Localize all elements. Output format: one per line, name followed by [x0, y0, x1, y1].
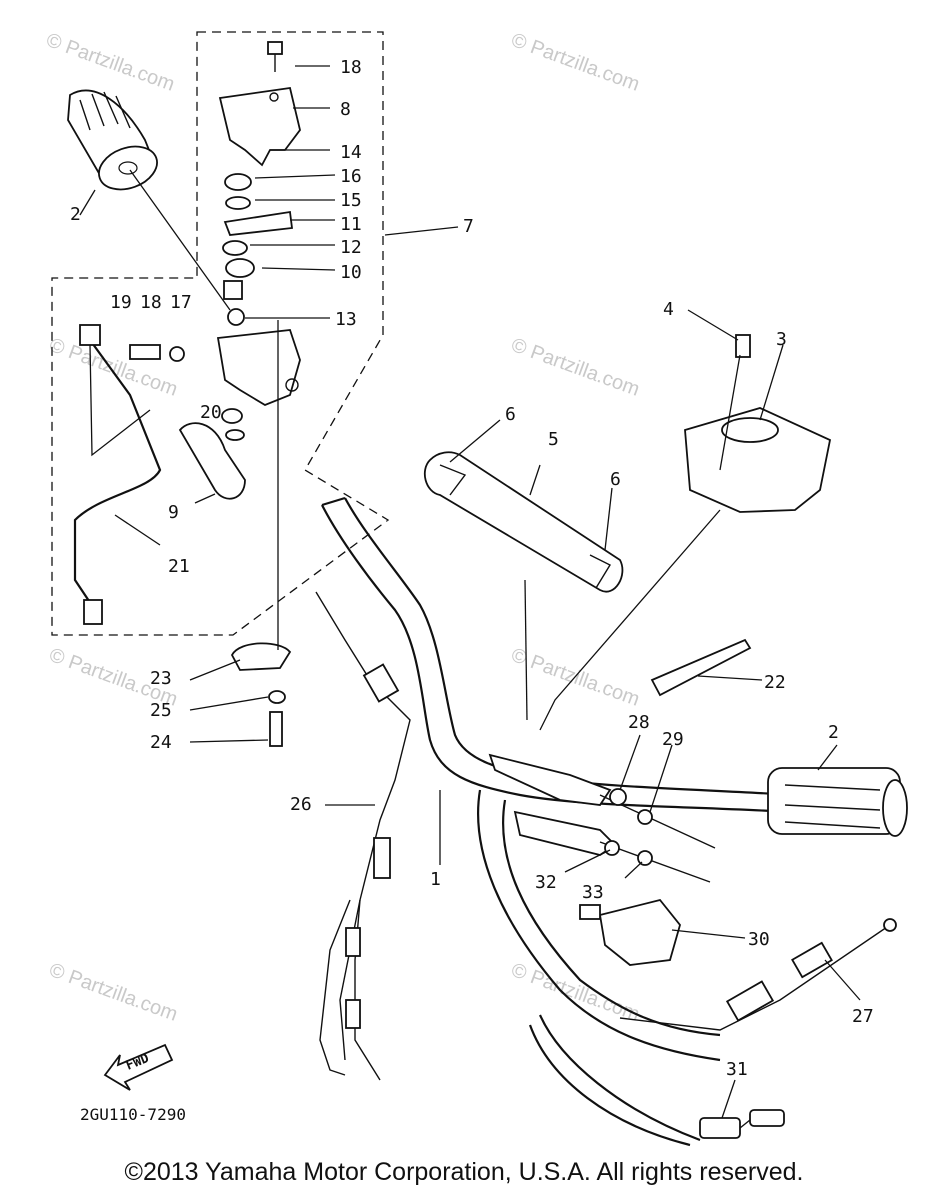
callout-8: 8: [340, 99, 351, 120]
callout-17: 17: [170, 292, 192, 313]
callout-7: 7: [463, 216, 474, 237]
callout-6-upper: 6: [505, 404, 516, 425]
callout-12: 12: [340, 237, 362, 258]
callout-27: 27: [852, 1006, 874, 1027]
callout-32: 32: [535, 872, 557, 893]
callout-30: 30: [748, 929, 770, 950]
callout-22: 22: [764, 672, 786, 693]
callout-11: 11: [340, 214, 362, 235]
callout-23: 23: [150, 668, 172, 689]
throttle-cover: [218, 41, 301, 167]
throttle-housing: [129, 329, 301, 407]
watermark: © Partzilla.com: [46, 959, 180, 1026]
forward-arrow-icon: FWD: [103, 1043, 174, 1091]
callout-28: 28: [628, 712, 650, 733]
callout-29: 29: [662, 729, 684, 750]
callout-labels: 18 8 14 16 15 11 12 10 13 7 2 19 18 17 9…: [70, 57, 874, 1080]
callout-26: 26: [290, 794, 312, 815]
choke-cable: [619, 918, 897, 1031]
lower-clamp: [230, 642, 292, 747]
right-grip: [767, 767, 908, 837]
callout-19: 19: [110, 292, 132, 313]
callout-14: 14: [340, 142, 362, 163]
handlebar-pad: [423, 451, 624, 593]
exploded-parts-diagram: © Partzilla.com © Partzilla.com © Partzi…: [43, 29, 908, 1147]
lever-assembly: [488, 753, 716, 883]
callout-13: 13: [335, 309, 357, 330]
callout-5: 5: [548, 429, 559, 450]
diagram-code: 2GU110-7290: [80, 1105, 186, 1124]
callout-2-left: 2: [70, 204, 81, 225]
brake-hose: [477, 789, 721, 1147]
cable-band: [650, 638, 752, 697]
throttle-assembly-box: [51, 31, 390, 636]
watermark: © Partzilla.com: [508, 959, 642, 1026]
callout-15: 15: [340, 190, 362, 211]
watermark: © Partzilla.com: [508, 29, 642, 96]
callout-6-lower: 6: [610, 469, 621, 490]
callout-31: 31: [726, 1059, 748, 1080]
callout-4: 4: [663, 299, 674, 320]
copyright-notice: ©2013 Yamaha Motor Corporation, U.S.A. A…: [124, 1158, 804, 1186]
watermark: © Partzilla.com: [46, 334, 180, 401]
callout-2-right: 2: [828, 722, 839, 743]
callout-1: 1: [430, 869, 441, 890]
callout-33: 33: [582, 882, 604, 903]
callout-20: 20: [200, 402, 222, 423]
callout-18-left: 18: [140, 292, 162, 313]
callout-9: 9: [168, 502, 179, 523]
connector: [699, 1109, 785, 1139]
callout-10: 10: [340, 262, 362, 283]
callout-18: 18: [340, 57, 362, 78]
switch-unit: [579, 898, 681, 966]
watermark: © Partzilla.com: [43, 29, 177, 96]
washers-and-nuts-stack: [222, 173, 294, 326]
handlebar-holder: [684, 334, 832, 513]
watermark: © Partzilla.com: [508, 334, 642, 401]
callout-24: 24: [150, 732, 172, 753]
handlebar: [321, 496, 856, 820]
left-grip: [67, 89, 158, 191]
throttle-lever: [178, 408, 246, 500]
wire-lead: [73, 324, 162, 625]
callout-25: 25: [150, 700, 172, 721]
leader-lines: [79, 65, 861, 1119]
callout-3: 3: [776, 329, 787, 350]
callout-16: 16: [340, 166, 362, 187]
throttle-cable: [315, 591, 411, 1081]
callout-21: 21: [168, 556, 190, 577]
